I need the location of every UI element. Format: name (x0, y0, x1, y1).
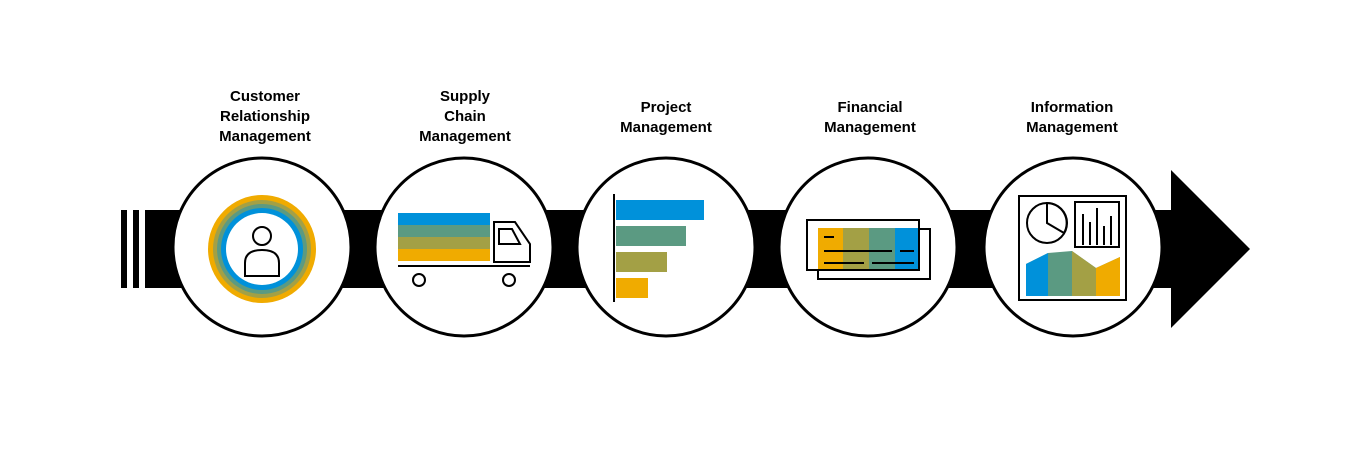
step-label-scm: Supply Chain Management (419, 88, 511, 145)
step-label-information: Information Management (1026, 99, 1118, 136)
step-circle-project (575, 156, 757, 338)
check-document-icon (806, 219, 931, 280)
customer-icon (208, 195, 316, 303)
arrow-head (1171, 170, 1250, 328)
step-label-financial: Financial Management (824, 99, 916, 136)
bar-chart-icon (613, 194, 704, 302)
truck-icon (398, 213, 531, 287)
arrow-tail-stripes (121, 210, 175, 288)
step-label-crm: Customer Relationship Management (219, 88, 311, 145)
step-label-project: Project Management (620, 99, 712, 136)
dashboard-icon (1018, 195, 1127, 301)
